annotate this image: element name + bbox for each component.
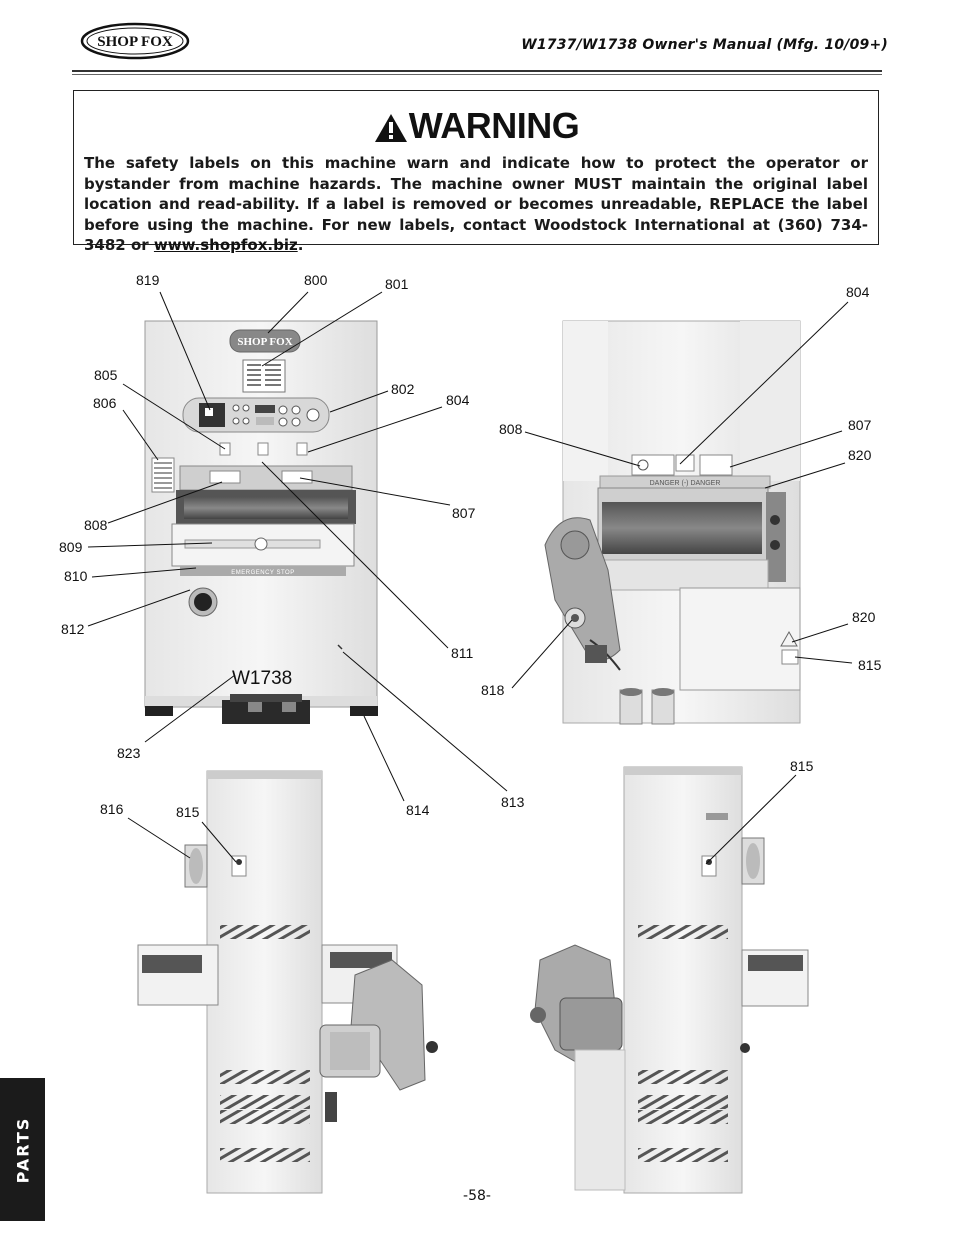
- callout-814: 814: [406, 802, 430, 818]
- manual-title: W1737/W1738 Owner's Manual (Mfg. 10/09+): [521, 37, 888, 53]
- callout-823: 823: [117, 745, 141, 761]
- emergency-stop-text: EMERGENCY STOP: [231, 570, 294, 576]
- callout-813: 813: [501, 794, 525, 810]
- warning-heading: WARNING: [74, 105, 878, 147]
- callout-807-front: 807: [452, 505, 476, 521]
- callout-809: 809: [59, 539, 83, 555]
- side-view-right: DANGER (-) DANGER: [544, 320, 801, 725]
- callout-811: 811: [451, 645, 474, 661]
- side-view-bottom-right: [530, 766, 809, 1194]
- danger-text: DANGER (-) DANGER: [650, 480, 721, 487]
- callout-815-side: 815: [858, 657, 882, 673]
- shopfox-link[interactable]: www.shopfox.biz: [153, 236, 298, 254]
- callout-818: 818: [481, 682, 505, 698]
- model-label: W1738: [232, 668, 292, 689]
- callout-806: 806: [93, 395, 117, 411]
- callout-812: 812: [61, 621, 85, 637]
- parts-tab-label: PARTS: [13, 1116, 32, 1183]
- shop-fox-logo: SHOP FOX: [80, 22, 190, 60]
- callout-804-front: 804: [446, 392, 470, 408]
- side-view-bottom-left: [137, 770, 438, 1194]
- callout-815-right: 815: [790, 758, 814, 774]
- callout-804-side: 804: [846, 284, 870, 300]
- warning-triangle-icon: [374, 114, 407, 142]
- warning-body: The safety labels on this machine warn a…: [84, 154, 868, 254]
- callout-808-front: 808: [84, 517, 108, 533]
- leader-lines: [87, 291, 853, 865]
- parts-section-tab: PARTS: [0, 1078, 45, 1221]
- callout-802: 802: [391, 381, 415, 397]
- front-logo-text: SHOP FOX: [237, 336, 292, 348]
- callout-805: 805: [94, 367, 118, 383]
- callout-819: 819: [136, 272, 160, 288]
- callout-820-lower: 820: [852, 609, 876, 625]
- header-rule-thin: [72, 74, 882, 75]
- warning-box: WARNING The safety labels on this machin…: [73, 90, 879, 254]
- callout-820-top: 820: [848, 447, 872, 463]
- warning-text: The safety labels on this machine warn a…: [84, 153, 868, 256]
- callout-808-side: 808: [499, 421, 523, 437]
- warning-word: WARNING: [408, 105, 580, 146]
- callout-816: 816: [100, 801, 124, 817]
- callout-807-side: 807: [848, 417, 872, 433]
- callout-801: 801: [385, 276, 409, 292]
- header-rule: [72, 70, 882, 72]
- callout-800: 800: [304, 272, 328, 288]
- page-number: -58-: [463, 1188, 491, 1204]
- warning-end: .: [297, 236, 304, 254]
- logo-text: SHOP FOX: [97, 34, 173, 50]
- front-view: SHOP FOX: [144, 320, 378, 724]
- callout-815-left: 815: [176, 804, 200, 820]
- callout-810: 810: [64, 568, 88, 584]
